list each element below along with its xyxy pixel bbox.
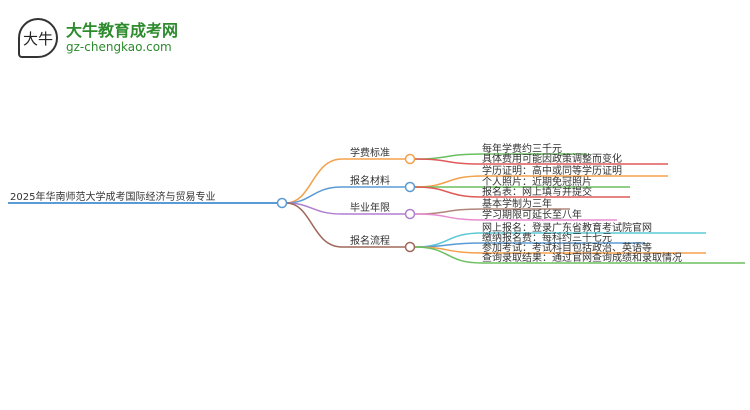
leaf-topic: 缴纳报名费：每科约三十七元	[482, 231, 612, 244]
leaf-connector	[414, 246, 745, 264]
leaf-topic: 参加考试：考试科目包括政治、英语等	[482, 241, 652, 254]
branch-node-circle	[404, 241, 416, 253]
leaf-topic: 查询录取结果：通过官网查询成绩和录取情况	[482, 251, 682, 264]
logo-url: gz-chengkao.com	[66, 40, 172, 54]
leaf-connector	[414, 213, 617, 221]
branch-node-circle	[404, 153, 416, 165]
leaf-topic: 学历证明：高中或同等学历证明	[482, 164, 622, 177]
leaf-topic: 报名表：网上填写并提交	[482, 185, 592, 198]
branch-topic: 报名流程	[350, 234, 390, 247]
logo-mark-icon: 大牛	[18, 18, 58, 58]
leaf-topic: 基本学制为三年	[482, 197, 552, 210]
leaf-topic: 每年学费约三千元	[482, 142, 562, 155]
branch-connector	[285, 202, 405, 215]
root-topic: 2025年华南师范大学成考国际经济与贸易专业	[10, 190, 215, 203]
branch-node-circle	[404, 208, 416, 220]
logo: 大牛 大牛教育成考网 gz-chengkao.com	[18, 18, 178, 58]
branch-connector	[285, 202, 405, 248]
leaf-connector	[414, 186, 630, 198]
branch-topic: 学费标准	[350, 146, 390, 159]
leaf-topic: 个人照片：近期免冠照片	[482, 175, 592, 188]
branch-node-circle	[404, 181, 416, 193]
branch-topic: 报名材料	[350, 174, 390, 187]
branch-topic: 毕业年限	[350, 201, 390, 214]
leaf-connector	[414, 158, 668, 165]
leaf-topic: 具体费用可能因政策调整而变化	[482, 152, 622, 165]
logo-title: 大牛教育成考网	[66, 21, 179, 40]
branch-connector	[285, 158, 405, 204]
leaf-topic: 学习期限可延长至八年	[482, 208, 582, 221]
leaf-topic: 网上报名：登录广东省教育考试院官网	[482, 221, 652, 234]
root-node-circle	[276, 197, 288, 209]
branch-connector	[285, 186, 405, 204]
